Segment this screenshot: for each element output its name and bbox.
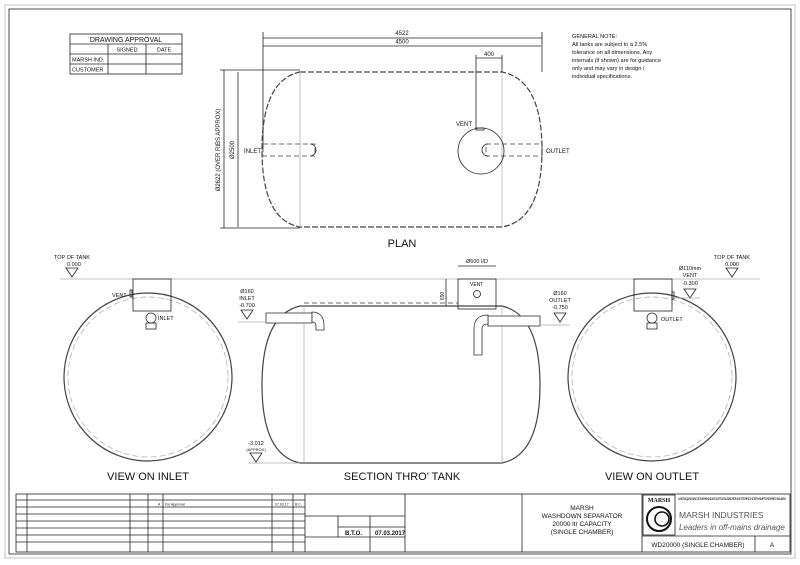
section-title: SECTION THRO' TANK xyxy=(344,471,461,483)
drawn-by: B.T.O. xyxy=(345,531,362,537)
approval-title: DRAWING APPROVAL xyxy=(90,37,162,44)
view-on-inlet: VENT INLET TOP OF TANK 0.000 VIEW ON INL… xyxy=(54,255,233,483)
inner-border xyxy=(8,8,792,555)
svg-text:tolerance on all dimensions. A: tolerance on all dimensions. Any xyxy=(572,50,652,56)
svg-text:0.000: 0.000 xyxy=(67,262,81,268)
drawing-date: 07.03.2017 xyxy=(375,531,406,537)
svg-text:VENT: VENT xyxy=(470,282,483,288)
plan-title: PLAN xyxy=(388,238,417,250)
revision: A xyxy=(770,542,775,549)
dim-turret-height: 650 xyxy=(440,292,446,301)
svg-text:only and may vary in design /: only and may vary in design / xyxy=(572,66,645,72)
svg-text:-0.750: -0.750 xyxy=(552,305,568,311)
svg-text:INLET: INLET xyxy=(239,296,255,302)
svg-text:VENT: VENT xyxy=(112,293,127,299)
svg-text:All tanks are subject to a 2.5: All tanks are subject to a 2.5% xyxy=(572,42,647,48)
svg-text:TOP OF TANK: TOP OF TANK xyxy=(54,255,90,261)
section-vent-turret xyxy=(457,278,497,310)
dim-length: 4500 xyxy=(395,40,409,46)
svg-text:MARSH: MARSH xyxy=(648,498,671,504)
svg-text:VENT: VENT xyxy=(683,273,698,279)
svg-text:Ø110mm: Ø110mm xyxy=(679,266,702,272)
svg-text:individual specifications.: individual specifications. xyxy=(572,74,632,80)
svg-text:B.C.: B.C. xyxy=(295,503,302,507)
company-name: MARSH INDUSTRIES xyxy=(679,510,764,520)
approval-col-signed: SIGNED xyxy=(116,48,137,54)
svg-text:20000 ltr CAPACITY: 20000 ltr CAPACITY xyxy=(552,521,612,528)
approval-row-marsh: MARSH IND. xyxy=(72,58,105,64)
dim-turret: Ø600 I/D xyxy=(466,259,488,265)
svg-text:GENERAL NOTE:: GENERAL NOTE: xyxy=(572,34,618,40)
svg-text:A: A xyxy=(158,503,161,507)
dim-diameter: Ø2500 xyxy=(230,140,236,159)
svg-text:-0.300: -0.300 xyxy=(682,281,698,287)
view-on-outlet: OUTLET Ø110mm VENT -0.300 TOP OF TANK 0.… xyxy=(567,255,750,483)
svg-text:OUTLET: OUTLET xyxy=(661,317,683,323)
plan-vent-chamber xyxy=(457,127,505,175)
view-inlet-title: VIEW ON INLET xyxy=(107,471,189,483)
svg-text:(APPROX): (APPROX) xyxy=(246,447,266,452)
svg-text:Ø160: Ø160 xyxy=(240,289,253,295)
svg-text:TOP OF TANK: TOP OF TANK xyxy=(714,255,750,261)
plan-inlet-label: INLET xyxy=(244,149,261,155)
plan-vent-label: VENT xyxy=(456,122,472,128)
approval-col-date: DATE xyxy=(157,48,172,54)
svg-text:MARSH: MARSH xyxy=(570,505,594,512)
svg-text:-0.700: -0.700 xyxy=(239,303,255,309)
svg-text:07.03.17: 07.03.17 xyxy=(275,503,289,507)
general-note: GENERAL NOTE: All tanks are subject to a… xyxy=(572,34,661,80)
svg-text:Ø160: Ø160 xyxy=(553,291,566,297)
svg-text:-3.012: -3.012 xyxy=(248,441,264,447)
svg-text:WASHDOWN SEPARATOR: WASHDOWN SEPARATOR xyxy=(542,513,623,520)
plan-view: 4522 4500 400 Ø2500 Ø2622 (OVER RIBS APP… xyxy=(216,31,570,250)
approval-table: DRAWING APPROVAL SIGNED DATE MARSH IND. … xyxy=(69,33,183,75)
svg-text:OUTLET: OUTLET xyxy=(549,298,571,304)
svg-text:For Approval: For Approval xyxy=(165,503,185,507)
svg-text:internals (if shown) are for g: internals (if shown) are for guidance xyxy=(572,58,661,64)
dim-vent-offset: 400 xyxy=(484,52,495,58)
drawing-number: WD20000 (SINGLE CHAMBER) xyxy=(651,542,744,549)
title-block: For Approval A 07.03.17 B.C. B.T.O. 07.0… xyxy=(15,493,791,553)
dim-overall-length: 4522 xyxy=(395,31,409,37)
svg-text:(SINGLE CHAMBER): (SINGLE CHAMBER) xyxy=(551,529,613,536)
company-address: UNITS 8-12 ADDINGTON PARK IND. EST., LIT… xyxy=(678,497,786,501)
marsh-logo: MARSH xyxy=(642,494,676,536)
approval-row-customer: CUSTOMER xyxy=(72,68,103,74)
view-outlet-title: VIEW ON OUTLET xyxy=(605,471,699,483)
section-view: VENT Ø600 I/D 650 Ø160 INLET -0.700 Ø160… xyxy=(238,259,571,483)
plan-outlet-label: OUTLET xyxy=(546,149,570,155)
dim-diameter-ribs: Ø2622 (OVER RIBS APPROX) xyxy=(216,109,222,192)
sheet-border xyxy=(4,4,796,559)
svg-text:0.000: 0.000 xyxy=(725,262,739,268)
company-tagline: Leaders in off-mains drainage xyxy=(679,523,785,532)
svg-text:INLET: INLET xyxy=(158,316,174,322)
